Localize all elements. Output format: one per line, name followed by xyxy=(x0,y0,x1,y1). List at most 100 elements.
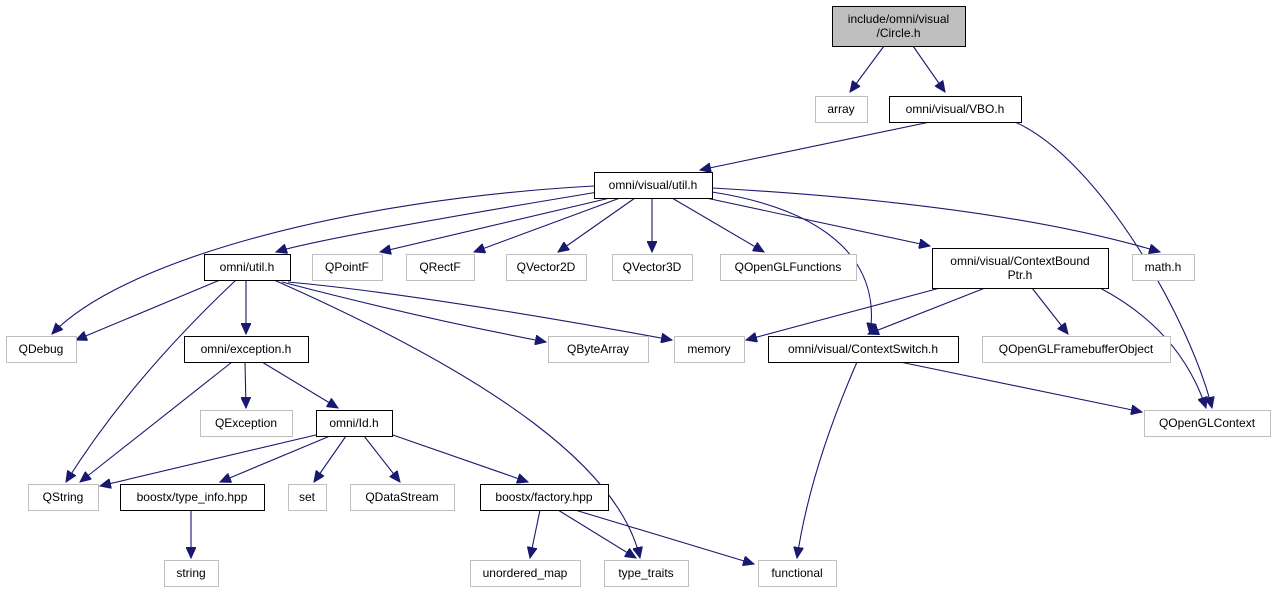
node-label-typetraits: type_traits xyxy=(618,566,673,580)
node-label-qdebug: QDebug xyxy=(19,342,64,356)
edge-factory-to-typetraits xyxy=(557,509,636,558)
node-label-outil: omni/util.h xyxy=(220,260,275,274)
edge-idh-to-qstring xyxy=(100,433,321,486)
node-label-circle-line-1: include/omni/visual xyxy=(848,12,949,26)
edge-outil-to-typetraits xyxy=(273,279,640,558)
node-typeinfo[interactable]: boostx/type_info.hpp xyxy=(120,484,265,511)
node-label-ctxswitch: omni/visual/ContextSwitch.h xyxy=(788,342,938,356)
edge-vutil-to-outil xyxy=(276,191,599,252)
node-box-qoglfbo xyxy=(982,336,1171,363)
node-umap: unordered_map xyxy=(470,560,581,587)
node-factory[interactable]: boostx/factory.hpp xyxy=(480,484,609,511)
node-box-qvector3d xyxy=(612,254,693,281)
edge-factory-to-umap xyxy=(530,509,541,558)
node-string: string xyxy=(164,560,219,587)
edge-cbptr-to-ctxswitch xyxy=(868,287,986,334)
edge-idh-to-qdatastream xyxy=(363,435,400,482)
node-box-typetraits xyxy=(604,560,689,587)
node-label-cbptr-line-2: Ptr.h xyxy=(1008,268,1033,282)
node-box-exception[interactable] xyxy=(184,336,309,363)
node-functional: functional xyxy=(758,560,837,587)
node-label-qvector2d: QVector2D xyxy=(517,260,576,274)
node-box-typeinfo[interactable] xyxy=(120,484,265,511)
node-qoglfunc: QOpenGLFunctions xyxy=(720,254,857,281)
node-box-string xyxy=(164,560,219,587)
node-label-memory: memory xyxy=(687,342,730,356)
node-outil[interactable]: omni/util.h xyxy=(204,254,291,281)
node-label-qoglctx: QOpenGLContext xyxy=(1159,416,1256,430)
node-label-vutil: omni/visual/util.h xyxy=(609,178,698,192)
node-box-idh[interactable] xyxy=(316,410,393,437)
node-box-qdebug xyxy=(6,336,77,363)
node-label-functional: functional xyxy=(771,566,822,580)
node-box-functional xyxy=(758,560,837,587)
node-array: array xyxy=(815,96,868,123)
node-box-set xyxy=(288,484,327,511)
node-box-qoglctx xyxy=(1144,410,1271,437)
node-label-cbptr-line-1: omni/visual/ContextBound xyxy=(950,254,1089,268)
node-box-umap xyxy=(470,560,581,587)
node-box-qvector2d xyxy=(506,254,587,281)
edge-vutil-to-ctxswitch xyxy=(711,191,871,334)
edge-exception-to-qexception xyxy=(245,361,246,408)
node-box-qpointf xyxy=(312,254,383,281)
node-label-array: array xyxy=(827,102,854,116)
node-exception[interactable]: omni/exception.h xyxy=(184,336,309,363)
edge-factory-to-functional xyxy=(574,509,754,564)
edge-vutil-to-mathh xyxy=(711,187,1160,252)
edge-vbo-to-vutil xyxy=(700,121,931,170)
edge-exception-to-qstring xyxy=(80,361,233,482)
node-vbo[interactable]: omni/visual/VBO.h xyxy=(889,96,1022,123)
edge-ctxswitch-to-qoglctx xyxy=(899,361,1142,412)
edge-outil-to-qdebug xyxy=(76,279,221,340)
node-set: set xyxy=(288,484,327,511)
edge-vutil-to-qpointf xyxy=(380,197,611,252)
node-box-ctxswitch[interactable] xyxy=(768,336,959,363)
node-circle[interactable]: include/omni/visual/Circle.h xyxy=(832,6,966,47)
node-box-array xyxy=(815,96,868,123)
edge-vutil-to-qdebug xyxy=(52,185,595,334)
node-label-qexception: QException xyxy=(215,416,277,430)
node-box-factory[interactable] xyxy=(480,484,609,511)
edges-layer xyxy=(52,45,1212,564)
node-label-qoglfbo: QOpenGLFramebufferObject xyxy=(999,342,1154,356)
node-vutil[interactable]: omni/visual/util.h xyxy=(594,172,713,199)
node-qoglctx: QOpenGLContext xyxy=(1144,410,1271,437)
node-label-vbo: omni/visual/VBO.h xyxy=(906,102,1005,116)
node-box-vutil[interactable] xyxy=(594,172,713,199)
node-box-qbytearray xyxy=(548,336,649,363)
node-label-circle-line-2: /Circle.h xyxy=(876,26,920,40)
edge-idh-to-set xyxy=(314,435,347,482)
node-box-cbptr[interactable] xyxy=(932,248,1109,289)
edge-vutil-to-qoglfunc xyxy=(671,197,764,252)
node-idh[interactable]: omni/Id.h xyxy=(316,410,393,437)
node-qbytearray: QByteArray xyxy=(548,336,649,363)
node-qexception: QException xyxy=(200,410,293,437)
node-label-qoglfunc: QOpenGLFunctions xyxy=(735,260,842,274)
edge-vutil-to-cbptr xyxy=(705,197,930,246)
node-ctxswitch[interactable]: omni/visual/ContextSwitch.h xyxy=(768,336,959,363)
node-label-idh: omni/Id.h xyxy=(329,416,378,430)
node-box-qdatastream xyxy=(350,484,455,511)
node-label-qstring: QString xyxy=(43,490,84,504)
edge-cbptr-to-memory xyxy=(746,287,941,340)
node-qvector2d: QVector2D xyxy=(506,254,587,281)
node-box-outil[interactable] xyxy=(204,254,291,281)
node-label-qrectf: QRectF xyxy=(419,260,460,274)
node-qdatastream: QDataStream xyxy=(350,484,455,511)
node-label-set: set xyxy=(299,490,316,504)
edge-outil-to-memory xyxy=(287,281,672,340)
edge-outil-to-qstring xyxy=(66,279,237,482)
nodes-layer: include/omni/visual/Circle.h array omni/vi… xyxy=(6,6,1271,587)
node-box-vbo[interactable] xyxy=(889,96,1022,123)
node-mathh: math.h xyxy=(1132,254,1195,281)
node-label-qvector3d: QVector3D xyxy=(623,260,682,274)
edge-idh-to-typeinfo xyxy=(220,435,331,482)
node-qpointf: QPointF xyxy=(312,254,383,281)
edge-outil-to-qbytearray xyxy=(281,281,546,342)
edge-cbptr-to-qoglfbo xyxy=(1031,287,1068,334)
node-box-memory xyxy=(674,336,745,363)
node-qstring: QString xyxy=(28,484,99,511)
node-box-circle[interactable] xyxy=(832,6,966,47)
